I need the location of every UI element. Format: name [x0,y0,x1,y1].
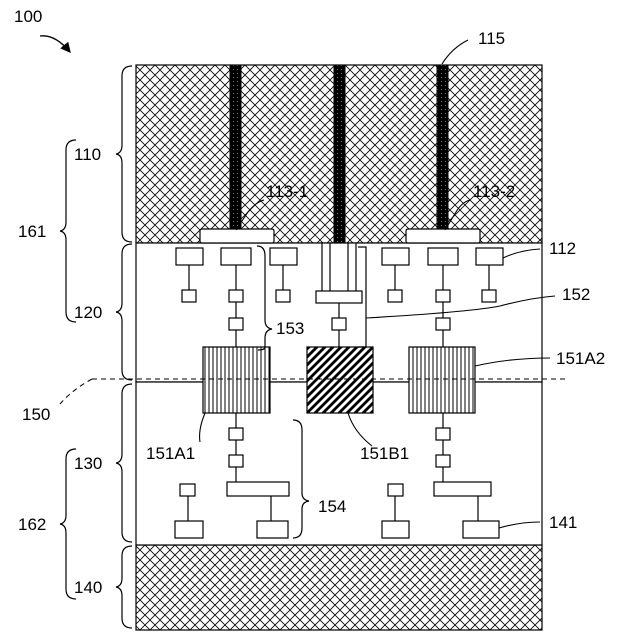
label-150: 150 [22,405,50,424]
reference-100: 100 [14,7,70,52]
label-112: 112 [549,239,576,258]
chip-151A1 [203,347,270,413]
chip-151A2 [409,347,475,413]
label-115: 115 [478,29,505,48]
label-110: 110 [74,145,101,164]
ref-100-arrow [40,36,70,52]
pad-113-2 [406,229,480,243]
label-152: 152 [562,285,590,304]
through-via-right [437,65,448,243]
region-140-substrate [136,545,542,630]
label-161: 161 [18,222,46,241]
through-via-left [230,65,241,243]
label-113-1: 113-1 [266,182,308,201]
label-141: 141 [549,513,577,532]
label-151B1: 151B1 [360,444,409,463]
label-162: 162 [18,515,46,534]
label-153: 153 [276,319,304,338]
ref-100-label: 100 [14,7,42,26]
label-130: 130 [74,454,102,473]
chip-151B1 [307,347,373,413]
label-113-2: 113-2 [473,182,515,201]
label-154: 154 [318,497,346,516]
label-140: 140 [74,578,102,597]
leader-150 [60,379,92,404]
pad-113-1 [200,229,274,243]
label-151A2: 151A2 [556,349,605,368]
label-151A1: 151A1 [146,444,195,463]
label-120: 120 [74,303,102,322]
through-via-middle [334,65,345,243]
